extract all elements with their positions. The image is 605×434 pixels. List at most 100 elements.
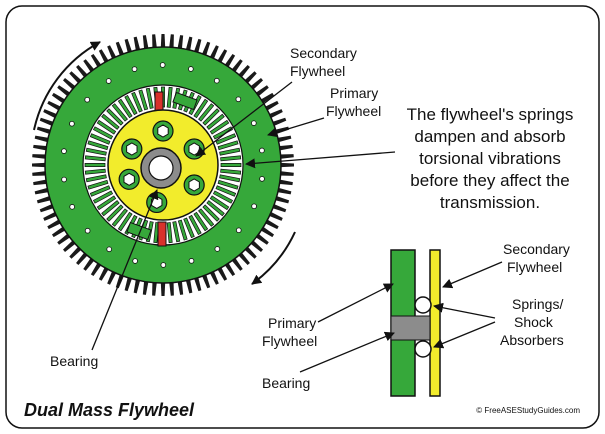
damper-spring bbox=[202, 204, 220, 222]
damper-spring bbox=[177, 219, 188, 241]
damper-spring bbox=[84, 168, 106, 175]
plate-hole bbox=[188, 258, 195, 264]
gear-tooth bbox=[160, 280, 166, 296]
gear-tooth bbox=[193, 275, 202, 292]
gear-tooth bbox=[273, 195, 290, 204]
gear-tooth bbox=[124, 38, 133, 55]
damper-spring bbox=[85, 174, 107, 183]
damper-spring bbox=[145, 87, 154, 109]
section-spring-bottom bbox=[414, 340, 432, 358]
gear-tooth bbox=[278, 162, 294, 168]
spring-stop-bottom bbox=[157, 221, 167, 247]
damper-spring bbox=[202, 108, 220, 126]
cross-section bbox=[390, 249, 441, 397]
label-secondary-flywheel-right-2: Flywheel bbox=[507, 259, 562, 275]
gear-tooth bbox=[185, 277, 193, 294]
drive-tab-top bbox=[172, 91, 198, 111]
label-springs-1: Springs/ bbox=[512, 296, 563, 312]
leader-primary-bottom bbox=[317, 283, 394, 323]
gear-tooth bbox=[33, 144, 49, 151]
gear-tooth bbox=[39, 117, 56, 127]
plate-hole bbox=[214, 246, 221, 252]
damper-spring bbox=[87, 179, 109, 190]
gear-tooth bbox=[277, 179, 293, 186]
gear-tooth bbox=[177, 279, 184, 295]
leader-spring-top bbox=[433, 302, 496, 319]
rotation-arrow-bottom bbox=[251, 231, 296, 285]
damper-spring bbox=[106, 108, 124, 126]
damper-spring bbox=[220, 168, 242, 175]
leader-secondary-right bbox=[442, 261, 503, 289]
damper-spring bbox=[193, 211, 209, 232]
damper-spring bbox=[96, 195, 117, 211]
hex-bolt-head bbox=[123, 172, 135, 186]
note-line-2: dampen and absorb bbox=[414, 127, 565, 146]
flywheel-assembly bbox=[32, 34, 294, 296]
damper-spring bbox=[206, 113, 225, 130]
damper-spring bbox=[209, 119, 230, 135]
damper-spring bbox=[206, 200, 225, 217]
gear-tooth bbox=[169, 34, 174, 50]
damper-spring bbox=[217, 179, 239, 190]
gear-tooth bbox=[133, 277, 141, 294]
gear-tooth bbox=[34, 187, 51, 195]
damper-spring bbox=[124, 94, 138, 116]
gear-tooth bbox=[185, 36, 193, 53]
plate-hole bbox=[259, 176, 265, 182]
damper-spring bbox=[209, 195, 230, 211]
credit-text: © FreeASEStudyGuides.com bbox=[476, 406, 580, 415]
gear-tooth bbox=[33, 179, 49, 186]
gear-tooth bbox=[32, 171, 48, 176]
label-bearing-bottom: Bearing bbox=[262, 375, 310, 391]
primary-flywheel-holes bbox=[61, 62, 265, 268]
gear-tooth bbox=[201, 272, 211, 289]
label-primary-flywheel-bottom-1: Primary bbox=[268, 315, 316, 331]
plate-hole bbox=[69, 204, 75, 210]
damper-spring bbox=[131, 91, 143, 113]
gear-tooth bbox=[201, 41, 211, 58]
damper-spring bbox=[166, 86, 173, 108]
plate-hole bbox=[160, 262, 167, 268]
plate-hole bbox=[105, 78, 112, 84]
damper-spring bbox=[220, 155, 242, 162]
gear-tooth bbox=[39, 203, 56, 213]
plate-hole bbox=[259, 147, 265, 154]
gear-tooth bbox=[36, 126, 53, 135]
gear-tooth bbox=[278, 154, 294, 159]
drive-tab-bottom bbox=[126, 221, 152, 241]
hex-bolt-head bbox=[157, 124, 169, 138]
gear-tooth bbox=[193, 38, 202, 55]
gear-tooth bbox=[275, 187, 292, 195]
damper-spring bbox=[219, 174, 241, 183]
gear-tooth bbox=[36, 195, 53, 204]
damper-spring bbox=[101, 113, 120, 130]
plate-hole bbox=[132, 258, 138, 264]
gear-tooth bbox=[275, 135, 292, 143]
plate-hole bbox=[84, 227, 91, 234]
plate-hole bbox=[251, 120, 257, 126]
damper-spring bbox=[198, 208, 215, 227]
gear-tooth bbox=[152, 34, 157, 50]
damper-spring bbox=[188, 214, 202, 236]
note-line-4: before they affect the bbox=[410, 171, 569, 190]
hex-bolt-head bbox=[188, 178, 200, 192]
leader-primary-flywheel bbox=[267, 117, 325, 138]
damper-spring bbox=[89, 185, 111, 197]
note-line-5: transmission. bbox=[440, 193, 540, 212]
plate-hole bbox=[235, 96, 242, 103]
note-line-3: torsional vibrations bbox=[419, 149, 561, 168]
leader-bearing-left bbox=[91, 189, 159, 351]
section-bearing bbox=[390, 315, 431, 341]
plate-hole bbox=[61, 176, 67, 183]
label-springs-3: Absorbers bbox=[500, 332, 564, 348]
damper-spring bbox=[85, 147, 107, 156]
damper-spring bbox=[212, 190, 234, 204]
gear-tooth bbox=[115, 41, 125, 58]
gear-tooth bbox=[169, 280, 174, 296]
gear-tooth bbox=[34, 135, 51, 143]
damper-spring bbox=[172, 221, 181, 243]
damper-spring bbox=[111, 208, 128, 227]
damper-spring bbox=[117, 211, 133, 232]
